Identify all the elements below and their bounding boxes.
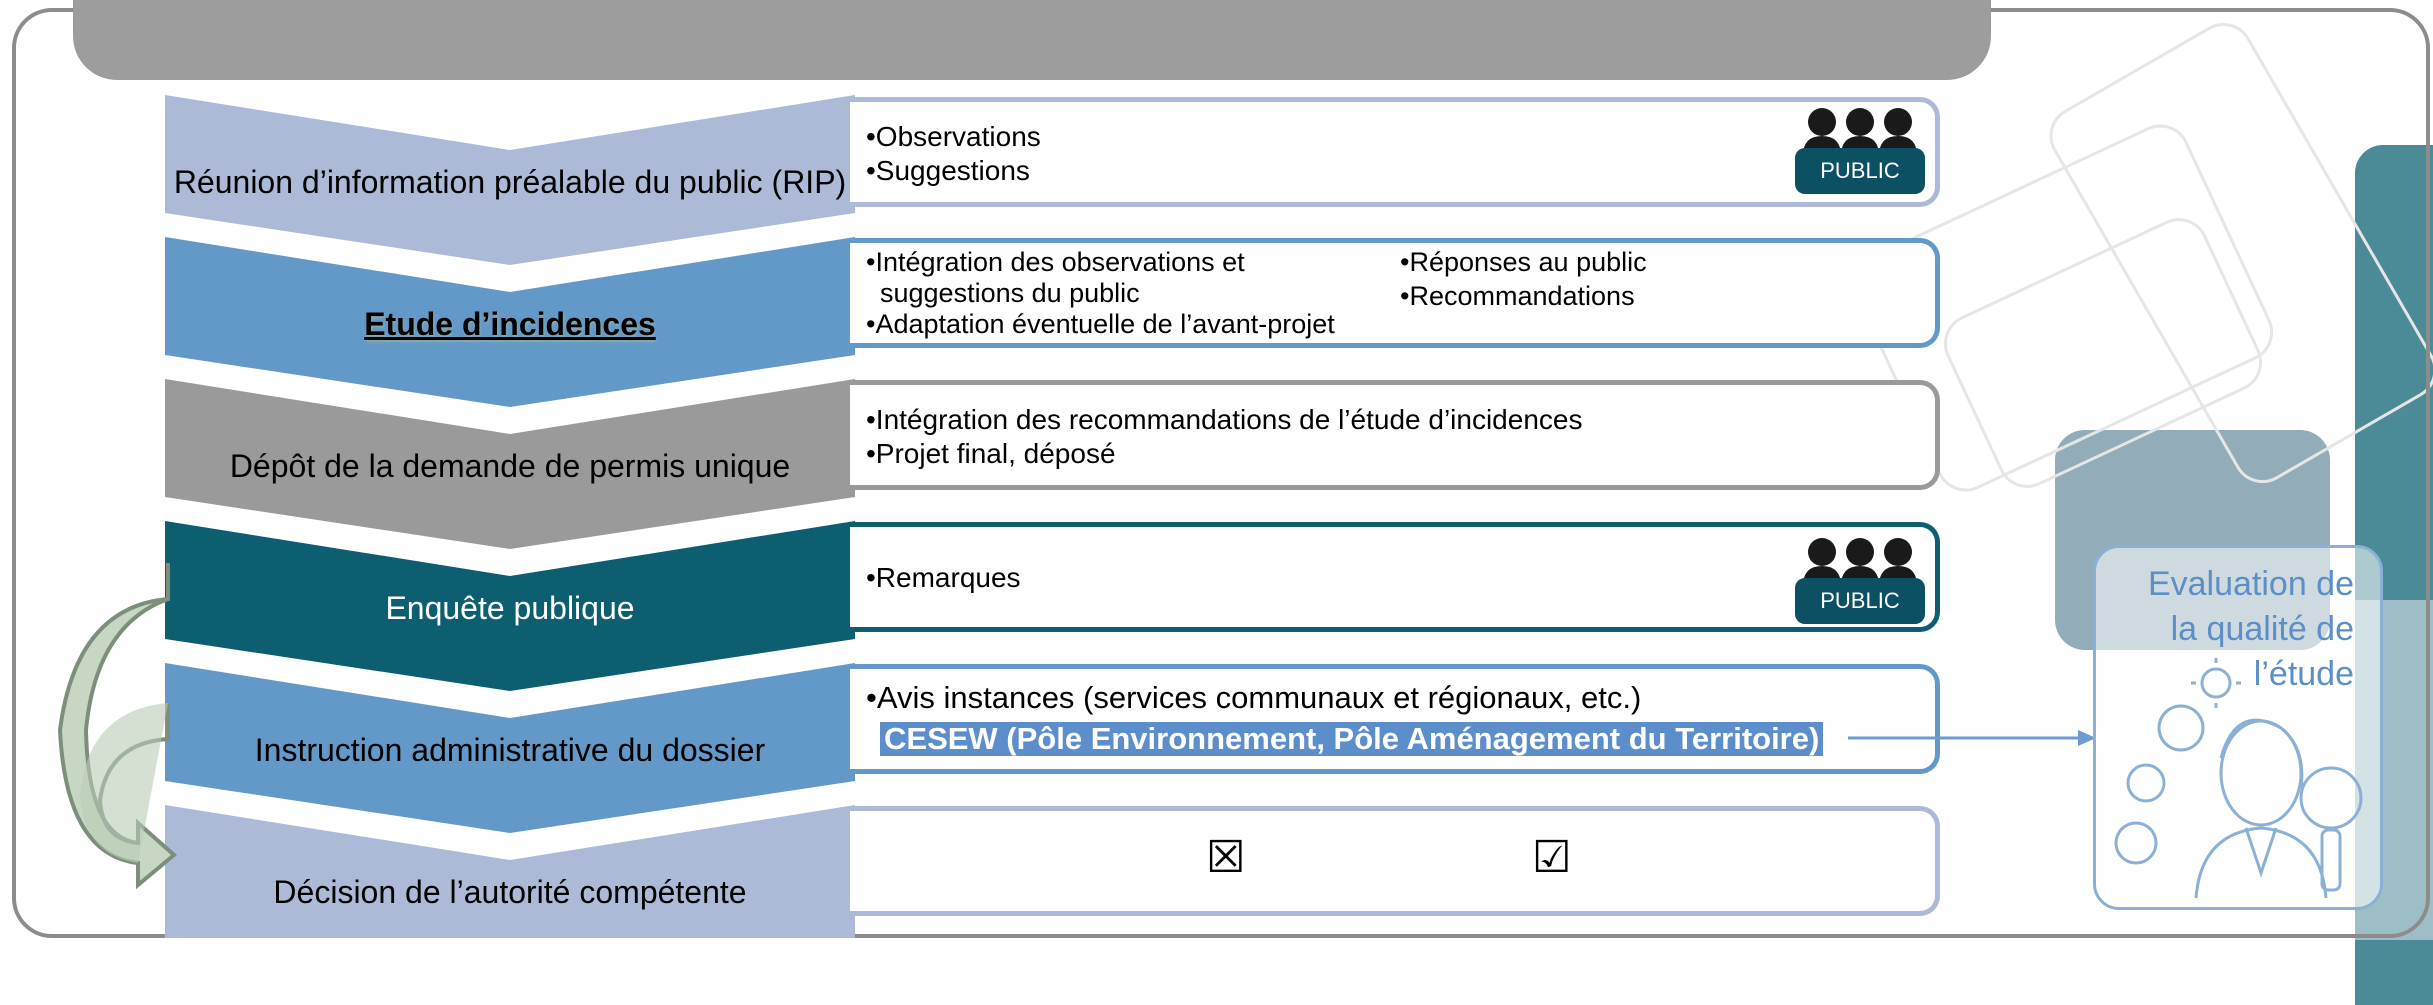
stage-chevron-2 xyxy=(165,237,855,407)
stage-chevron-1 xyxy=(165,95,855,265)
stage-3-box: •Intégration des recommandations de l’ét… xyxy=(850,380,1940,490)
stage-4-label: Enquête publique xyxy=(385,590,635,626)
stage-2-label: Etude d’incidences xyxy=(364,306,656,342)
stage-chevron-3 xyxy=(165,379,855,549)
public-badge-2: PUBLIC xyxy=(1795,530,1925,624)
evaluation-text: Evaluation de la qualité de l’étude xyxy=(2148,562,2354,697)
bullet-projet-final: •Projet final, déposé xyxy=(866,438,1116,469)
stage-6-label: Décision de l’autorité compétente xyxy=(273,874,747,910)
connector-arrow xyxy=(1848,730,2096,746)
stage-6-box: ☒ ☑ xyxy=(850,806,1940,916)
bullet-integration-observations-cont: suggestions du public xyxy=(880,278,1140,308)
bullet-integration-observations: •Intégration des observations et xyxy=(866,247,1245,277)
slide-title: l'environnement ? xyxy=(133,0,888,22)
woman-with-gears-and-magnifier-icon xyxy=(2114,658,2363,899)
stage-1-box: •Observations •Suggestions xyxy=(850,97,1940,207)
stage-chevron-5 xyxy=(165,663,855,833)
stage-5-label: Instruction administrative du dossier xyxy=(254,732,766,768)
bullet-remarques: •Remarques xyxy=(866,562,1021,593)
bullet-observations: •Observations xyxy=(866,121,1041,152)
stage-chevron-6 xyxy=(165,805,855,938)
bullet-adaptation: •Adaptation éventuelle de l’avant-projet xyxy=(866,309,1335,339)
evaluation-line-1: Evaluation de xyxy=(2147,565,2354,603)
stage-3-label: Dépôt de la demande de permis unique xyxy=(229,448,791,484)
stage-1-label: Réunion d’information préalable du publi… xyxy=(173,164,847,200)
public-badge-1: PUBLIC xyxy=(1795,100,1925,194)
evaluation-box: Evaluation de la qualité de l’étude xyxy=(2093,545,2383,910)
cesew-highlight: CESEW (Pôle Environnement, Pôle Aménagem… xyxy=(880,722,1824,756)
bullet-recommandations: •Recommandations xyxy=(1400,281,1635,311)
stage-4-box: •Remarques xyxy=(850,522,1940,632)
loop-arrow-icon xyxy=(57,563,178,890)
evaluation-line-3: l’étude xyxy=(2253,655,2354,693)
bullet-integration-recommandations: •Intégration des recommandations de l’ét… xyxy=(866,404,1583,435)
evaluation-line-2: la qualité de xyxy=(2170,610,2354,648)
public-label: PUBLIC xyxy=(1795,148,1925,194)
approved-checkbox-icon: ☑ xyxy=(1532,833,1572,882)
title-bar: l'environnement ? xyxy=(73,0,1991,80)
bullet-reponses: •Réponses au public xyxy=(1400,247,1647,277)
rejected-checkbox-icon: ☒ xyxy=(1206,833,1246,882)
public-label: PUBLIC xyxy=(1795,578,1925,624)
stage-5-box: •Avis instances (services communaux et r… xyxy=(850,664,1940,774)
stage-2-box: •Intégration des observations et suggest… xyxy=(850,238,1940,348)
bullet-suggestions: •Suggestions xyxy=(866,155,1030,186)
stage-chevron-4 xyxy=(165,521,855,691)
bullet-avis-instances: •Avis instances (services communaux et r… xyxy=(866,680,1642,715)
